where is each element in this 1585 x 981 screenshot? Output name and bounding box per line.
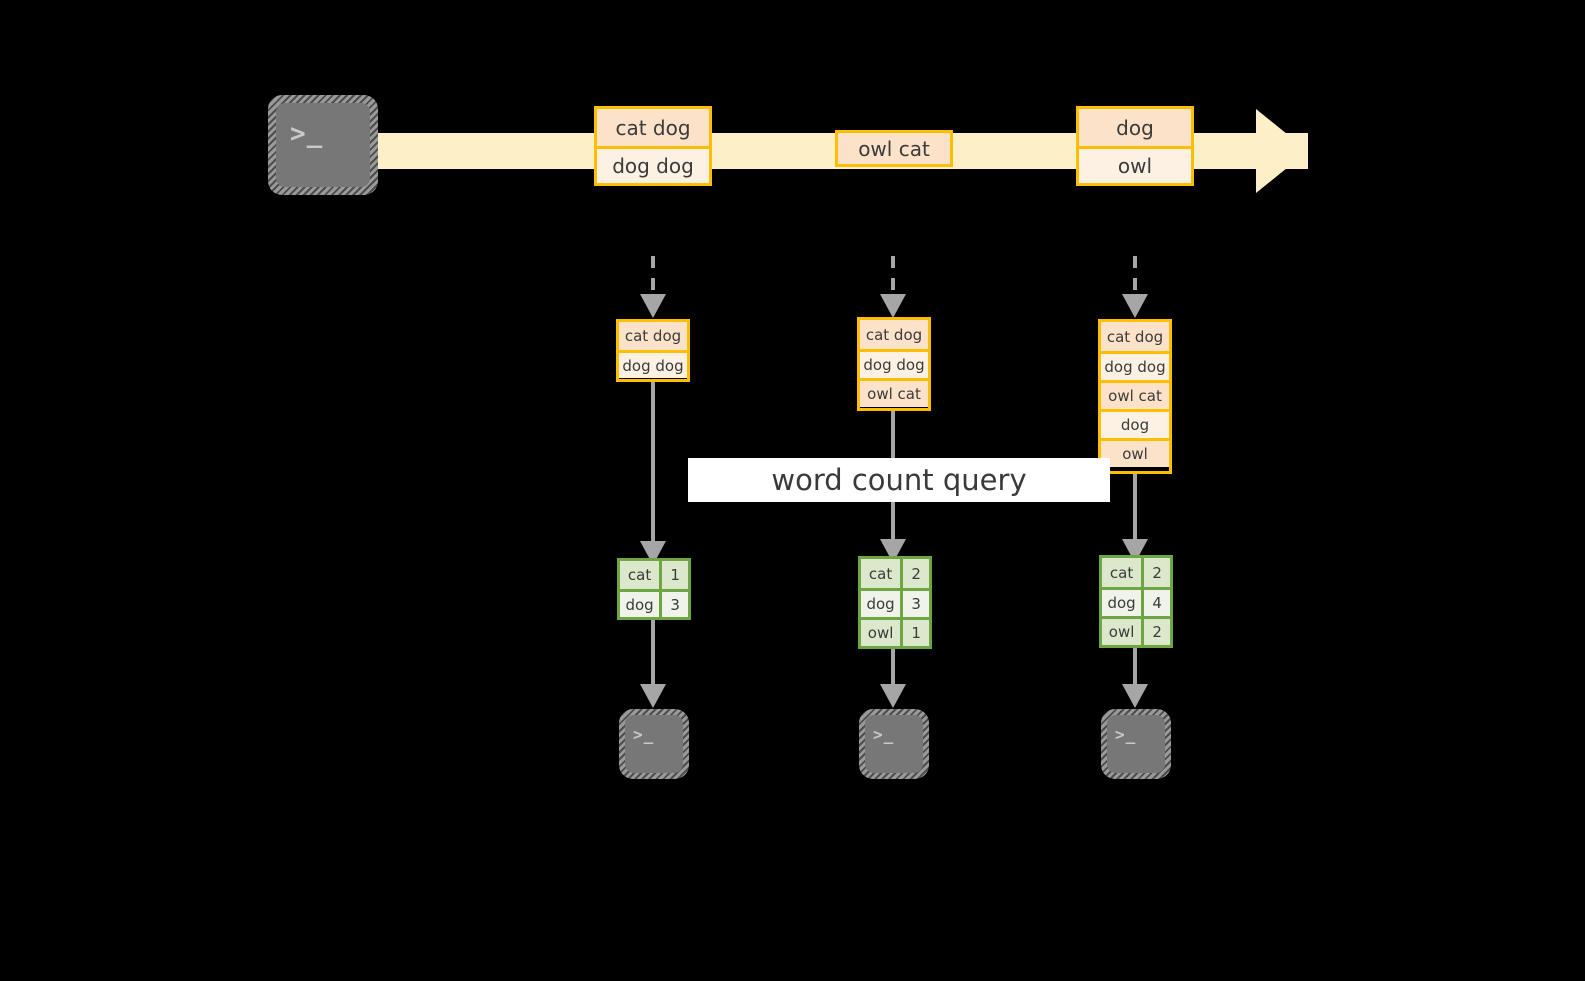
trigger-1-result-table[interactable]: cat 1 dog 3 [617,558,691,620]
trigger-3-query-arrowhead-icon [1122,539,1148,563]
trigger-3-result-word-2: dog [1102,590,1145,616]
trigger-2-result-count-1: 2 [903,559,929,588]
trigger-3-dashed-arrowhead-icon [1122,294,1148,318]
trigger-1-sink-terminal-body [625,715,683,773]
trigger-2-dashed-connector [891,256,895,298]
stream-batch-1-line-2: dog dog [597,146,709,183]
trigger-1-query-arrowhead-icon [640,541,666,565]
trigger-3-sink-prompt-glyph: >_ [1115,725,1137,744]
trigger-2-result-word-2: dog [861,591,904,617]
trigger-3-result-count-3: 2 [1144,619,1170,645]
trigger-3-input-line-1: cat dog [1101,322,1169,351]
stream-batch-1-line-1: cat dog [597,109,709,146]
trigger-2-sink-arrowhead-icon [880,684,906,708]
trigger-2-dashed-arrowhead-icon [880,294,906,318]
trigger-2-result-table[interactable]: cat 2 dog 3 owl 1 [858,556,932,649]
trigger-1-query-connector [651,382,655,547]
trigger-3-input-line-5: owl [1101,438,1169,467]
trigger-1-result-count-2: 3 [662,592,688,617]
trigger-3-input-line-3: owl cat [1101,380,1169,409]
trigger-1-input-line-2: dog dog [619,350,687,378]
table-row: cat 2 [861,559,929,588]
trigger-2-sink-connector [891,649,895,688]
trigger-2-input-line-1: cat dog [860,320,928,349]
source-terminal-prompt-glyph: >_ [290,119,324,149]
table-row: owl 2 [1102,616,1170,645]
trigger-1-sink-terminal-icon[interactable]: >_ [619,709,689,779]
trigger-2-input-line-3: owl cat [860,378,928,407]
trigger-1-result-word-2: dog [620,592,663,617]
trigger-1-sink-prompt-glyph: >_ [633,725,655,744]
source-terminal-icon[interactable]: >_ [268,95,378,195]
trigger-3-sink-terminal-body [1107,715,1165,773]
trigger-2-result-count-2: 3 [903,591,929,617]
source-terminal-body [276,103,370,187]
table-row: dog 4 [1102,587,1170,616]
table-row: dog 3 [620,589,688,617]
trigger-1-input-line-1: cat dog [619,322,687,350]
trigger-1-input-table[interactable]: cat dog dog dog [616,319,690,382]
trigger-3-result-count-1: 2 [1144,558,1170,587]
trigger-1-sink-connector [651,620,655,688]
trigger-3-input-line-4: dog [1101,409,1169,438]
trigger-3-sink-terminal-icon[interactable]: >_ [1101,709,1171,779]
stream-batch-2-line-1: owl cat [838,133,950,164]
stream-batch-3-line-2: owl [1079,146,1191,183]
trigger-1-result-word-1: cat [620,561,663,589]
trigger-2-input-table[interactable]: cat dog dog dog owl cat [857,317,931,411]
trigger-1-dashed-connector [651,256,655,298]
trigger-2-result-word-1: cat [861,559,904,588]
table-row: owl 1 [861,617,929,646]
trigger-2-result-count-3: 1 [903,620,929,646]
trigger-3-sink-connector [1133,648,1137,688]
trigger-3-dashed-connector [1133,256,1137,298]
trigger-3-input-table[interactable]: cat dog dog dog owl cat dog owl [1098,319,1172,474]
trigger-1-result-count-1: 1 [662,561,688,589]
trigger-2-query-arrowhead-icon [880,539,906,563]
trigger-3-result-word-3: owl [1102,619,1145,645]
trigger-3-result-word-1: cat [1102,558,1145,587]
trigger-3-result-count-2: 4 [1144,590,1170,616]
trigger-3-sink-arrowhead-icon [1122,684,1148,708]
trigger-2-result-word-3: owl [861,620,904,646]
trigger-1-dashed-arrowhead-icon [640,294,666,318]
table-row: cat 2 [1102,558,1170,587]
trigger-3-input-line-2: dog dog [1101,351,1169,380]
table-row: dog 3 [861,588,929,617]
trigger-3-query-connector [1133,474,1137,545]
stream-arrowhead-icon [1256,109,1308,193]
trigger-3-result-table[interactable]: cat 2 dog 4 owl 2 [1099,555,1173,648]
stream-batch-3-line-1: dog [1079,109,1191,146]
trigger-2-sink-prompt-glyph: >_ [873,725,895,744]
table-row: cat 1 [620,561,688,589]
stream-batch-1[interactable]: cat dog dog dog [594,106,712,186]
stream-batch-2[interactable]: owl cat [835,130,953,167]
trigger-1-sink-arrowhead-icon [640,684,666,708]
trigger-2-sink-terminal-body [865,715,923,773]
query-label: word count query [688,458,1110,502]
trigger-2-input-line-2: dog dog [860,349,928,378]
trigger-2-sink-terminal-icon[interactable]: >_ [859,709,929,779]
stream-batch-3[interactable]: dog owl [1076,106,1194,186]
